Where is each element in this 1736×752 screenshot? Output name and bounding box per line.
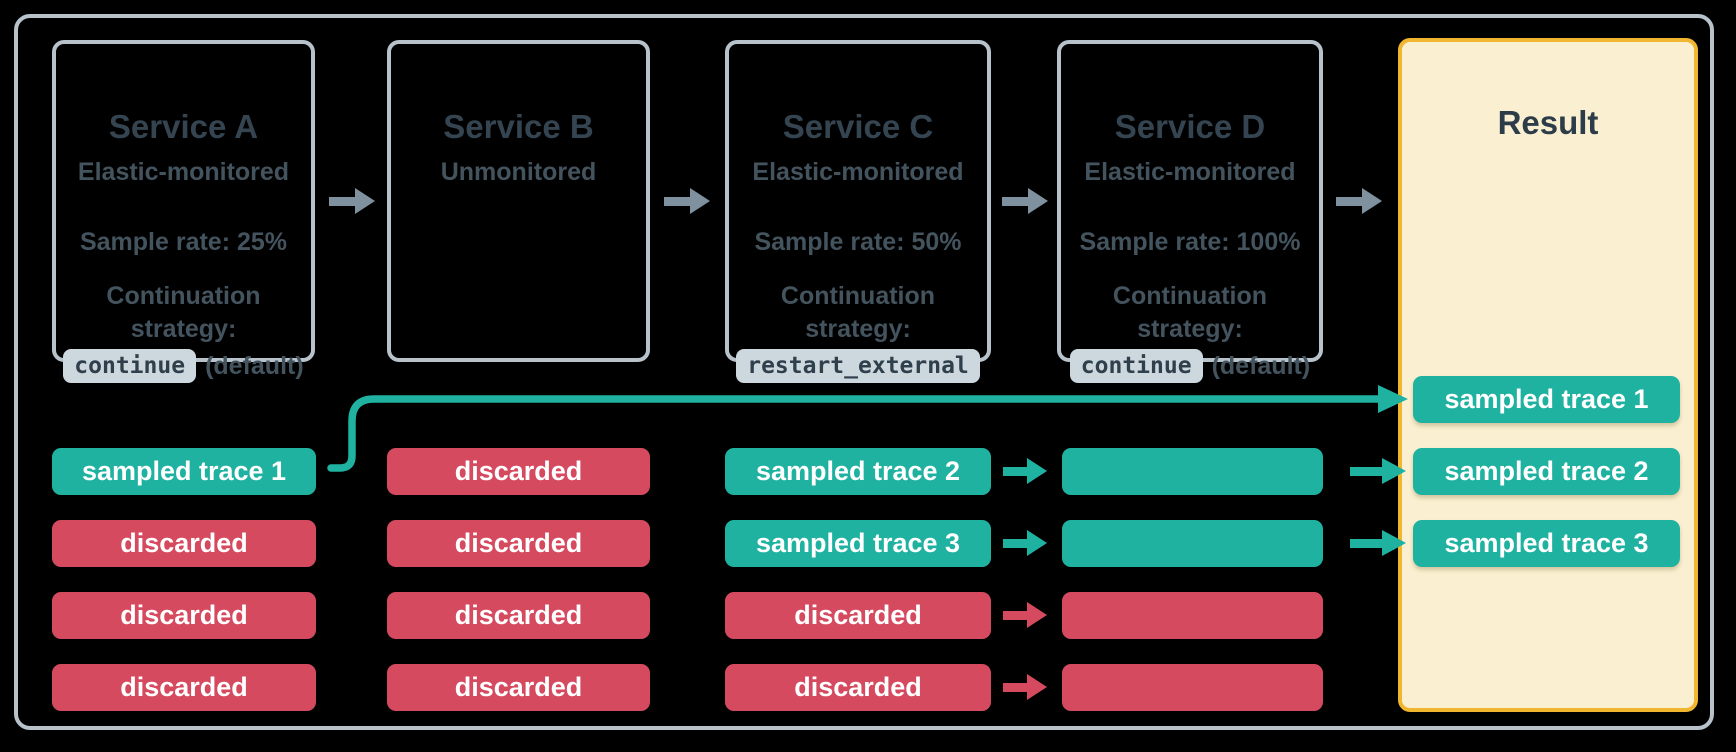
arrow-shaft [1350,466,1382,476]
continuation-strategy-label: Continuation strategy: [1061,280,1319,346]
arrow-head [690,188,710,214]
trace-column-service-b: discarded discarded discarded discarded [387,448,650,711]
trace-column-result: sampled trace 1 sampled trace 2 sampled … [1413,376,1680,567]
trace-chip-unlabeled-sampled [1062,448,1323,495]
trace-chip-sampled: sampled trace 2 [725,448,991,495]
service-monitoring: Unmonitored [440,158,597,186]
continuation-strategy-label: Continuation strategy: [729,280,987,346]
strategy-row: continue (default) [1061,346,1319,386]
trace-chip-sampled: sampled trace 1 [52,448,316,495]
arrow-head [1382,458,1406,484]
result-title: Result [1497,104,1599,141]
service-sample-rate: Sample rate: 100% [1079,228,1301,256]
strategy-row: restart_external [729,346,987,386]
trace-chip-sampled: sampled trace 3 [725,520,991,567]
arrow-right-icon [1336,188,1382,214]
service-box-c: Service C Elastic-monitored Sample rate:… [725,40,991,383]
arrow-right-icon [1350,458,1406,484]
trace-chip-discarded: discarded [52,592,316,639]
service-monitoring: Elastic-monitored [752,158,964,186]
strategy-code-chip: restart_external [736,349,980,383]
arrow-shaft [329,196,355,206]
service-monitoring: Elastic-monitored [1084,158,1296,186]
arrow-shaft [1003,466,1027,476]
arrow-shaft [1003,610,1027,620]
arrow-right-icon [329,188,375,214]
trace-chip-unlabeled-discarded [1062,592,1323,639]
trace-column-service-a: sampled trace 1 discarded discarded disc… [52,448,316,711]
arrow-head [1027,674,1047,700]
trace-chip-sampled: sampled trace 3 [1413,520,1680,567]
strategy-suffix: (default) [1211,351,1311,380]
trace-chip-discarded: discarded [387,592,650,639]
trace-chip-discarded: discarded [725,592,991,639]
arrow-shaft [1003,538,1027,548]
arrow-right-icon [1003,530,1047,556]
trace-chip-discarded: discarded [52,520,316,567]
strategy-row: continue (default) [56,346,311,386]
service-title: Service C [782,108,934,145]
continuation-line1: Continuation [780,282,936,310]
diagram-frame [14,14,1714,730]
trace-chip-unlabeled-discarded [1062,664,1323,711]
arrow-head [355,188,375,214]
arrow-shaft [1003,682,1027,692]
trace-column-service-c: sampled trace 2 sampled trace 3 discarde… [725,448,991,711]
continuation-line1: Continuation [1112,282,1268,310]
continuation-strategy-label: Continuation strategy: [56,280,311,346]
service-box-d: Service D Elastic-monitored Sample rate:… [1057,40,1323,383]
trace-chip-discarded: discarded [387,664,650,711]
service-box-a: Service A Elastic-monitored Sample rate:… [52,40,315,383]
arrow-shaft [1336,196,1362,206]
strategy-code-chip: continue [1069,349,1203,383]
arrow-right-icon [1003,602,1047,628]
trace-chip-discarded: discarded [52,664,316,711]
trace-chip-discarded: discarded [725,664,991,711]
continuation-line1: Continuation [106,282,261,310]
trace-chip-unlabeled-sampled [1062,520,1323,567]
trace-chip-discarded: discarded [387,448,650,495]
continuation-line2: strategy: [1137,315,1243,343]
trace-chip-sampled: sampled trace 1 [1413,376,1680,423]
arrow-right-icon [1002,188,1048,214]
arrow-shaft [1002,196,1028,206]
service-box-b: Service B Unmonitored [387,40,650,362]
arrow-head [1027,458,1047,484]
trace-chip-discarded: discarded [387,520,650,567]
arrow-head [1362,188,1382,214]
service-title: Service A [108,108,259,145]
arrow-head [1028,188,1048,214]
arrow-head [1027,602,1047,628]
continuation-line2: strategy: [130,315,237,343]
arrow-right-icon [1003,458,1047,484]
arrow-right-icon [1003,674,1047,700]
continuation-line2: strategy: [805,315,911,343]
arrow-shaft [1350,538,1382,548]
strategy-suffix: (default) [205,351,304,380]
service-monitoring: Elastic-monitored [77,158,290,186]
elbow-arrow-icon [327,385,1408,472]
service-title: Service D [1114,108,1266,145]
arrow-head [1027,530,1047,556]
strategy-code-chip: continue [63,349,197,383]
arrow-shaft [664,196,690,206]
service-title: Service B [443,108,594,145]
service-sample-rate: Sample rate: 25% [79,228,288,256]
arrow-head [1382,530,1406,556]
arrow-right-icon [1350,530,1406,556]
service-sample-rate: Sample rate: 50% [754,228,962,256]
trace-chip-sampled: sampled trace 2 [1413,448,1680,495]
arrow-right-icon [664,188,710,214]
result-box: Result [1398,38,1698,712]
arrow-head [1378,385,1408,413]
trace-column-service-d [1062,448,1323,711]
